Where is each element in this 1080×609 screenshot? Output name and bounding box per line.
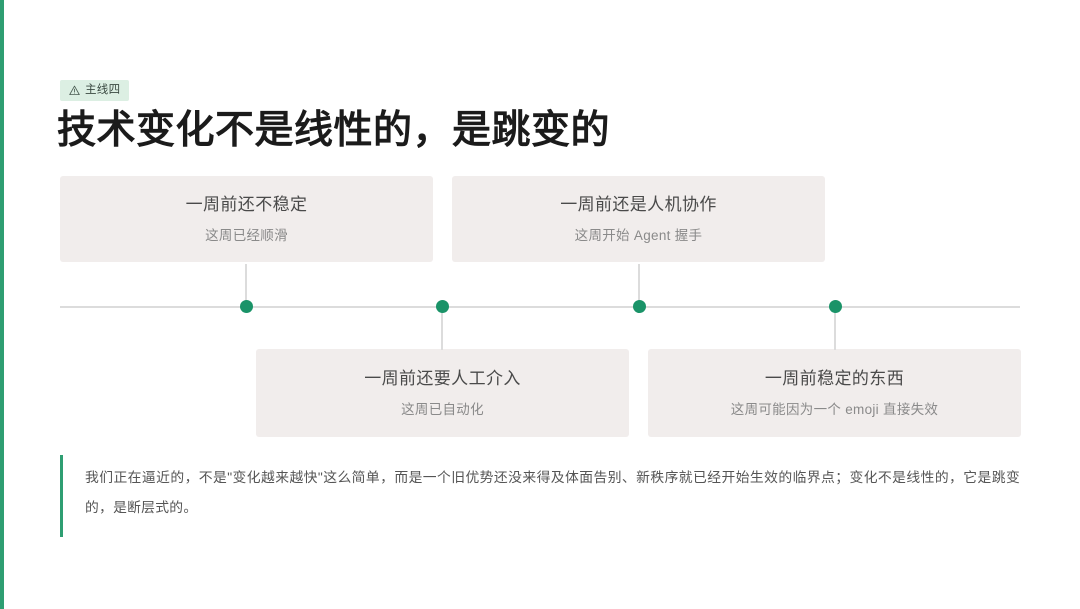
timeline-axis <box>60 306 1020 308</box>
timeline-connector-dot-1 <box>245 264 247 308</box>
footer-callout-text: 我们正在逼近的，不是"变化越来越快"这么简单，而是一个旧优势还没来得及体面告别、… <box>85 470 1020 515</box>
timeline-card-subtitle: 这周已自动化 <box>401 402 484 417</box>
section-badge: 主线四 <box>60 80 130 101</box>
page-title: 技术变化不是线性的，是跳变的 <box>57 109 611 152</box>
timeline-connector-dot-4 <box>834 306 836 350</box>
timeline-card[interactable]: 一周前还要人工介入这周已自动化 <box>256 349 629 437</box>
timeline-connector-dot-2 <box>441 306 443 350</box>
timeline-card-subtitle: 这周可能因为一个 emoji 直接失效 <box>730 402 939 417</box>
left-accent-stripe <box>0 0 4 609</box>
timeline-card-subtitle: 这周开始 Agent 握手 <box>574 228 703 243</box>
timeline-card-title: 一周前还是人机协作 <box>560 195 717 214</box>
timeline-card-title: 一周前还不稳定 <box>185 195 308 214</box>
timeline-card[interactable]: 一周前还不稳定这周已经顺滑 <box>60 176 433 262</box>
timeline-dot-1[interactable] <box>239 300 253 313</box>
timeline-dot-2[interactable] <box>435 300 449 313</box>
timeline-card-subtitle: 这周已经顺滑 <box>205 228 288 243</box>
timeline-dot-3[interactable] <box>632 300 646 313</box>
timeline-dot-4[interactable] <box>828 300 842 313</box>
timeline-connector-dot-3 <box>638 264 640 308</box>
timeline-card[interactable]: 一周前还是人机协作这周开始 Agent 握手 <box>452 176 825 262</box>
timeline-card-title: 一周前还要人工介入 <box>364 369 521 388</box>
timeline-card-title: 一周前稳定的东西 <box>764 369 905 388</box>
footer-callout: 我们正在逼近的，不是"变化越来越快"这么简单，而是一个旧优势还没来得及体面告别、… <box>60 455 1020 537</box>
warning-triangle-icon <box>69 85 80 96</box>
section-badge-label: 主线四 <box>85 83 121 96</box>
timeline-card[interactable]: 一周前稳定的东西这周可能因为一个 emoji 直接失效 <box>648 349 1021 437</box>
